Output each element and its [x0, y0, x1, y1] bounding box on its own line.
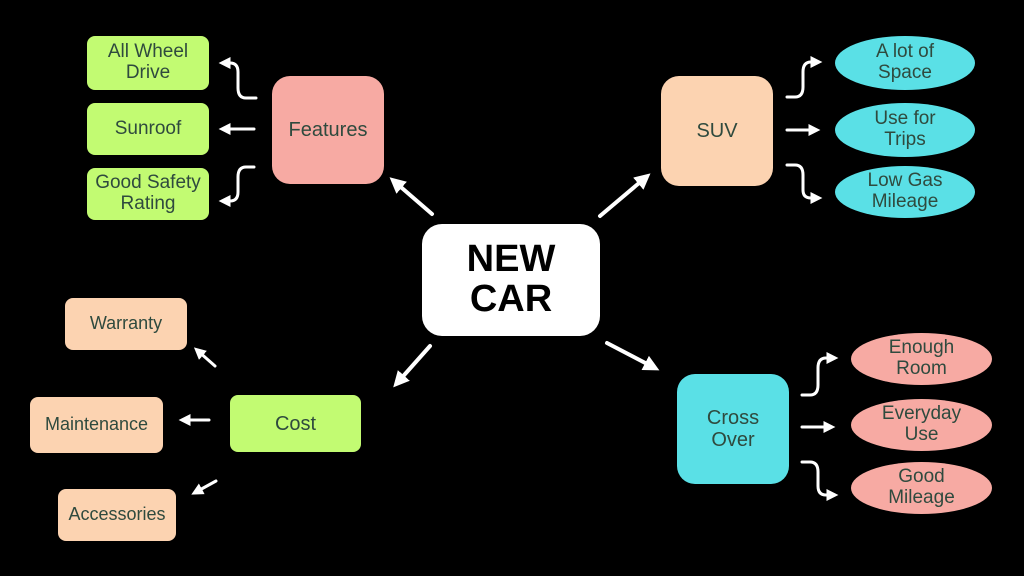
features-child-sunroof[interactable]: Sunroof [87, 103, 209, 155]
crossover-child-everyday-use[interactable]: Everyday Use [851, 399, 992, 451]
suv-child-use-for-trips[interactable]: Use for Trips [835, 103, 975, 157]
arrow-cost-to-warranty [193, 347, 217, 368]
arrow-crossover-to-mileage [800, 460, 839, 501]
cost-child-warranty[interactable]: Warranty [65, 298, 187, 350]
cost-child-accessories[interactable]: Accessories [58, 489, 176, 541]
features-child-all-wheel-drive[interactable]: All Wheel Drive [87, 36, 209, 90]
arrow-center-to-crossover [605, 341, 660, 371]
arrow-crossover-to-room [800, 352, 839, 397]
arrow-center-to-suv [598, 173, 651, 218]
suv-child-low-gas-mileage[interactable]: Low Gas Mileage [835, 166, 975, 218]
center-node[interactable]: NEW CAR [422, 224, 600, 336]
arrow-cost-to-accessories [191, 479, 218, 495]
cost-node[interactable]: Cost [230, 395, 361, 452]
suv-node[interactable]: SUV [661, 76, 773, 186]
features-node[interactable]: Features [272, 76, 384, 184]
arrow-features-to-awd [218, 57, 258, 100]
suv-child-a-lot-of-space[interactable]: A lot of Space [835, 36, 975, 90]
arrow-center-to-cost [393, 344, 432, 388]
crossover-child-good-mileage[interactable]: Good Mileage [851, 462, 992, 514]
arrow-features-to-safety [218, 165, 256, 207]
arrow-suv-to-space [785, 56, 823, 99]
arrow-center-to-features [389, 177, 434, 216]
cost-child-maintenance[interactable]: Maintenance [30, 397, 163, 453]
crossover-child-enough-room[interactable]: Enough Room [851, 333, 992, 385]
arrow-suv-to-gas [785, 163, 823, 204]
crossover-node[interactable]: Cross Over [677, 374, 789, 484]
features-child-good-safety-rating[interactable]: Good Safety Rating [87, 168, 209, 220]
